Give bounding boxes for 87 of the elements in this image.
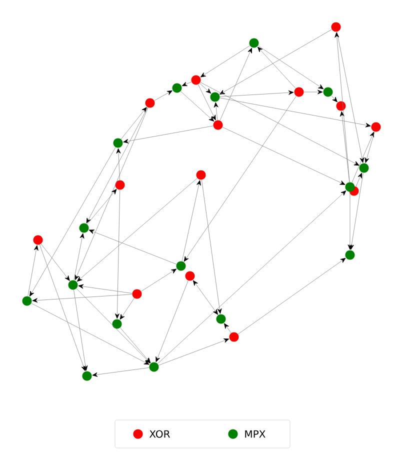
graph-node [145, 98, 155, 108]
graph-node [112, 319, 122, 329]
arrow [201, 180, 222, 314]
arrow [74, 233, 84, 280]
arrow [120, 107, 147, 140]
graph-node [210, 92, 220, 102]
arrow [158, 338, 230, 366]
arrow [92, 367, 150, 377]
arrow [154, 90, 172, 101]
arrow [199, 83, 212, 94]
arrow [349, 172, 364, 250]
arrow [222, 126, 346, 185]
graph-node [176, 261, 186, 271]
graph-node [68, 280, 78, 290]
arrow [220, 29, 332, 94]
arrow [180, 91, 214, 122]
arrow [74, 290, 88, 371]
graph-node [323, 87, 333, 97]
arrow [336, 32, 364, 163]
graph-node [33, 235, 43, 245]
arrow [331, 95, 338, 102]
graph-node [115, 180, 125, 190]
arrow [258, 46, 324, 90]
graph-node [191, 75, 201, 85]
legend-label: MPX [245, 430, 266, 438]
arrow [364, 132, 375, 163]
graph-node [172, 83, 182, 93]
arrow [156, 280, 188, 362]
arrow [220, 98, 371, 128]
arrow [193, 280, 218, 315]
graph-node [359, 163, 369, 173]
graph-node [22, 296, 32, 306]
arrow [76, 178, 198, 282]
arrow [356, 172, 362, 187]
arrow [238, 258, 346, 334]
arrow [200, 45, 250, 78]
graph-node [82, 371, 92, 381]
graph-node [371, 122, 381, 132]
arrow [76, 288, 150, 364]
arrow [88, 230, 177, 264]
graph-node [336, 101, 346, 111]
arrow [198, 84, 216, 120]
arrow [39, 244, 86, 372]
legend-label: XOR [150, 430, 170, 438]
arrow [220, 90, 294, 97]
arrow [120, 328, 151, 364]
graph-node [113, 138, 123, 148]
graph-node [132, 289, 142, 299]
arrow [182, 82, 192, 86]
graph-node [213, 120, 223, 130]
graph-node [229, 332, 239, 342]
arrow [214, 102, 218, 120]
graph-node [294, 87, 304, 97]
arrow [304, 90, 323, 94]
arrow [120, 298, 134, 320]
arrow [116, 148, 121, 180]
arrow [334, 32, 350, 182]
graph-node [331, 22, 341, 32]
arrow [352, 132, 374, 183]
graph-node [216, 314, 226, 324]
arrow [32, 294, 132, 303]
arrow [123, 126, 214, 144]
arrow [258, 46, 296, 89]
arrow [157, 190, 346, 364]
graph-node [149, 362, 159, 372]
arrow [220, 48, 252, 121]
arrow [86, 107, 148, 224]
graph-node [345, 250, 355, 260]
arrow [114, 190, 120, 319]
arrow [78, 284, 132, 294]
arrow [31, 303, 150, 365]
graph-node [249, 38, 259, 48]
graph-node [196, 170, 206, 180]
arrow [140, 268, 177, 292]
arrow [224, 323, 232, 334]
graph-node [79, 223, 89, 233]
arrow [200, 82, 360, 166]
arrow [28, 245, 38, 296]
arrow [184, 96, 296, 262]
graph-node [345, 182, 355, 192]
arrow [182, 180, 201, 262]
arrow [74, 107, 148, 280]
arrow [40, 244, 70, 281]
arrow [348, 192, 352, 250]
graph-node [185, 271, 195, 281]
arrow [30, 147, 116, 296]
arrow [86, 189, 117, 224]
